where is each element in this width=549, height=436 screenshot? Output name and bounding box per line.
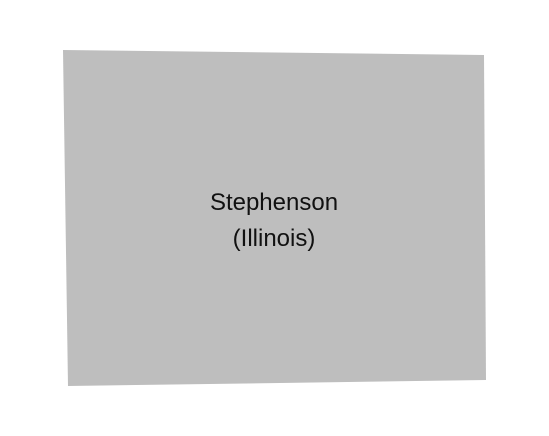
county-shape [63,50,486,386]
county-name-label: Stephenson [210,189,338,216]
county-state-label: (Illinois) [233,225,316,252]
